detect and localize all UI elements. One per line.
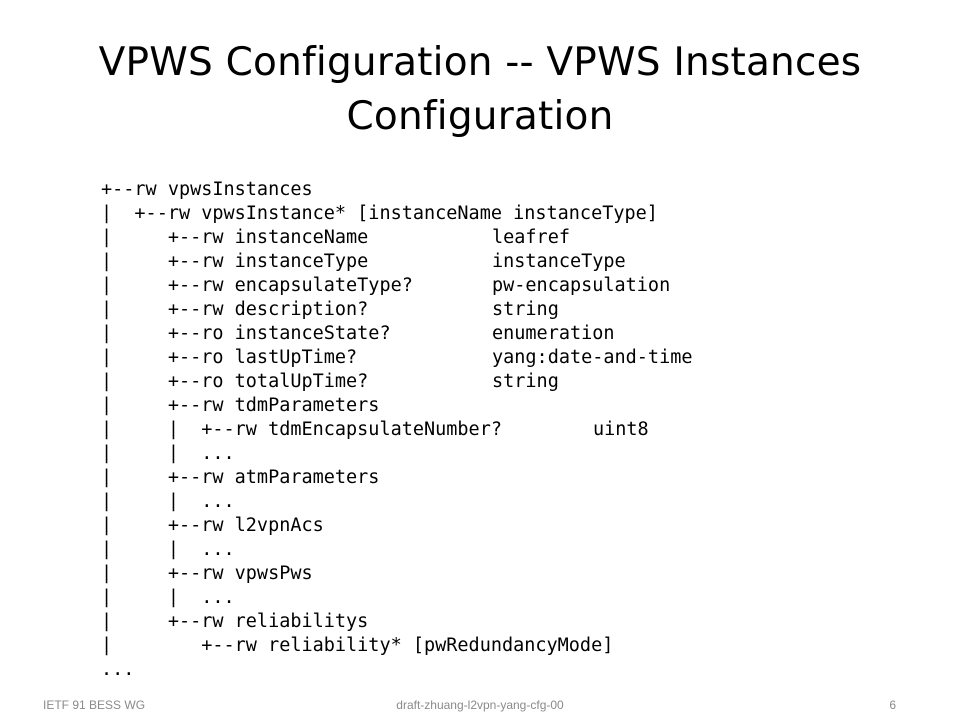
- yang-tree-figure: +--rw vpwsInstances | +--rw vpwsInstance*…: [101, 178, 751, 684]
- tree-line: | +--ro totalUpTime? string: [101, 370, 751, 394]
- tree-line: | +--ro instanceState? enumeration: [101, 322, 751, 346]
- tree-node-type: string: [492, 371, 559, 392]
- tree-node: | +--rw encapsulateType?: [101, 275, 413, 296]
- tree-node: | +--ro instanceState?: [101, 323, 391, 344]
- tree-node: | +--rw instanceType: [101, 251, 369, 272]
- tree-line: | +--rw reliabilitys: [101, 610, 751, 634]
- footer-center-text: draft-zhuang-l2vpn-yang-cfg-00: [396, 698, 564, 712]
- tree-node: | | ...: [101, 491, 235, 512]
- tree-line: | | ...: [101, 490, 751, 514]
- slide-title-line-1: VPWS Configuration -- VPWS Instances: [98, 40, 862, 85]
- tree-line: | | ...: [101, 586, 751, 610]
- tree-line: +--rw vpwsInstances: [101, 178, 751, 202]
- tree-node-type: enumeration: [492, 323, 615, 344]
- tree-node: | +--rw vpwsInstance* [instanceName inst…: [101, 203, 658, 224]
- tree-line: | | +--rw tdmEncapsulateNumber? uint8: [101, 418, 751, 442]
- tree-node: | +--ro lastUpTime?: [101, 347, 358, 368]
- tree-node-type: instanceType: [492, 251, 626, 272]
- tree-line: | +--rw l2vpnAcs: [101, 514, 751, 538]
- tree-node: | | ...: [101, 443, 235, 464]
- tree-node: +--rw vpwsInstances: [101, 179, 313, 200]
- tree-line: | +--rw reliability* [pwRedundancyMode]: [101, 634, 751, 658]
- tree-line: ...: [101, 658, 751, 682]
- footer-left-text: IETF 91 BESS WG: [43, 698, 146, 712]
- tree-line: | +--rw tdmParameters: [101, 394, 751, 418]
- tree-line: | +--rw instanceName leafref: [101, 226, 751, 250]
- slide-title: VPWS Configuration -- VPWS Instances Con…: [30, 36, 930, 144]
- tree-line: | +--rw description? string: [101, 298, 751, 322]
- tree-node-type: leafref: [492, 227, 570, 248]
- tree-node-type: pw-encapsulation: [492, 275, 671, 296]
- tree-node: | +--rw vpwsPws: [101, 563, 313, 584]
- tree-node: | | +--rw tdmEncapsulateNumber?: [101, 419, 502, 440]
- tree-line: | +--rw atmParameters: [101, 466, 751, 490]
- tree-node: | +--rw atmParameters: [101, 467, 380, 488]
- slide-title-line-2: Configuration: [346, 94, 614, 139]
- tree-node: | +--rw description?: [101, 299, 369, 320]
- tree-line: | | ...: [101, 442, 751, 466]
- tree-line: | +--rw vpwsInstance* [instanceName inst…: [101, 202, 751, 226]
- tree-node: | +--rw l2vpnAcs: [101, 515, 324, 536]
- tree-node-type: yang:date-and-time: [492, 347, 693, 368]
- tree-node-type: string: [492, 299, 559, 320]
- tree-node: | +--rw instanceName: [101, 227, 369, 248]
- tree-node: | +--rw reliabilitys: [101, 611, 369, 632]
- tree-line: | +--rw instanceType instanceType: [101, 250, 751, 274]
- tree-node-type: uint8: [593, 419, 649, 440]
- page-number: 6: [889, 698, 896, 712]
- tree-node: | +--rw reliability* [pwRedundancyMode]: [101, 635, 614, 656]
- tree-line: | +--rw encapsulateType? pw-encapsulation: [101, 274, 751, 298]
- tree-node: | +--rw tdmParameters: [101, 395, 380, 416]
- tree-node: ...: [101, 659, 135, 680]
- tree-line: | +--rw vpwsPws: [101, 562, 751, 586]
- tree-node: | | ...: [101, 587, 235, 608]
- tree-node: | +--ro totalUpTime?: [101, 371, 369, 392]
- tree-line: | +--ro lastUpTime? yang:date-and-time: [101, 346, 751, 370]
- tree-line: | | ...: [101, 538, 751, 562]
- tree-node: | | ...: [101, 539, 235, 560]
